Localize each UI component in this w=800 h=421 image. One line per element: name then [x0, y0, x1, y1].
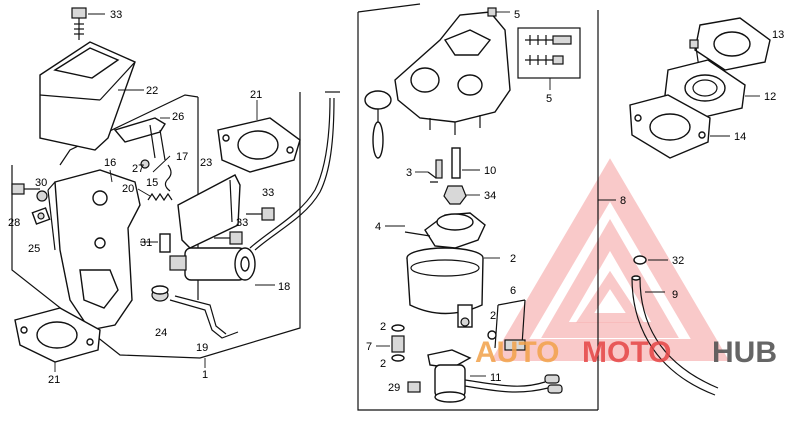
breather-hose-9: [631, 275, 719, 396]
callout-32: 32: [672, 255, 684, 267]
callout-15: 15: [146, 177, 158, 189]
callout-20: 20: [122, 183, 134, 195]
callout-33: 33: [262, 187, 274, 199]
clip-32: [633, 255, 668, 265]
callout-18: 18: [278, 281, 290, 293]
callout-33: 33: [236, 217, 248, 229]
gasket-21-upper: [217, 100, 301, 173]
callout-28: 28: [8, 217, 20, 229]
callout-4: 4: [375, 221, 381, 233]
callout-16: 16: [104, 157, 116, 169]
callout-12: 12: [764, 91, 776, 103]
bracket-26: [113, 117, 172, 192]
carburetor-body: [394, 7, 511, 135]
callout-26: 26: [172, 111, 184, 123]
callout-3: 3: [406, 167, 412, 179]
jet-34: [443, 185, 480, 205]
drain-screw-6: [487, 299, 526, 351]
part-31: [140, 233, 171, 253]
callout-31: 31: [140, 237, 152, 249]
callout-19: 19: [196, 342, 208, 354]
callout-21: 21: [250, 89, 262, 101]
callout-6: 6: [510, 285, 516, 297]
bracket-plate-16: [47, 169, 141, 331]
callout-23: 23: [200, 157, 212, 169]
callout-9: 9: [672, 289, 678, 301]
callout-34: 34: [484, 190, 496, 202]
watermark-word-auto: AUTO: [475, 336, 559, 369]
callout-2: 2: [380, 358, 386, 370]
callout-30: 30: [35, 177, 47, 189]
gasket-21-lower: [14, 307, 101, 372]
callout-8: 8: [620, 195, 626, 207]
callout-25: 25: [28, 243, 40, 255]
float-4: [385, 212, 486, 249]
grommet-24-rod-19: [151, 285, 239, 339]
callout-2: 2: [490, 310, 496, 322]
cover-22: [39, 41, 144, 151]
solenoid-18: [169, 91, 340, 286]
fuel-cutoff-solenoid-11: [407, 349, 563, 403]
callout-5: 5: [514, 9, 520, 21]
bolt-33-top: [71, 7, 105, 40]
callout-13: 13: [772, 29, 784, 41]
watermark-text: AUTO MOTO HUB: [475, 336, 777, 369]
screw-kit-5: [517, 27, 581, 90]
main-jet-10: [451, 147, 480, 179]
callout-2: 2: [380, 321, 386, 333]
bolts-33-middle: [214, 207, 275, 245]
gasket-14: [629, 94, 730, 159]
callout-2: 2: [510, 253, 516, 265]
gasket-13: [689, 17, 771, 76]
callout-29: 29: [388, 382, 400, 394]
callout-1: 1: [202, 369, 208, 381]
insulator-12: [664, 59, 760, 119]
plate-23: [177, 174, 241, 249]
spring-20: [137, 188, 173, 202]
callout-24: 24: [155, 327, 167, 339]
small-parts-28-25-30: [11, 183, 51, 225]
callout-7: 7: [366, 341, 372, 353]
float-bowl-2: [406, 247, 500, 328]
choke-knob: [364, 90, 392, 159]
callout-11: 11: [490, 372, 501, 384]
callout-22: 22: [146, 85, 158, 97]
leader-8: [597, 199, 616, 205]
callout-21: 21: [48, 374, 60, 386]
watermark-word-moto: MOTO: [582, 336, 671, 369]
callout-27: 27: [132, 163, 144, 175]
callout-33: 33: [110, 9, 122, 21]
callout-14: 14: [734, 131, 746, 143]
carburetor-frame: [357, 3, 599, 411]
callout-labels: 33 22 26 21 16 17 27 15 30 20 23 33 28 3…: [8, 9, 784, 394]
float-needle-3: [415, 159, 443, 183]
watermark-word-hub: HUB: [712, 336, 777, 369]
callout-10: 10: [484, 165, 496, 177]
callout-5: 5: [546, 93, 552, 105]
bolt-7-washers: [376, 324, 405, 362]
callout-17: 17: [176, 151, 188, 163]
